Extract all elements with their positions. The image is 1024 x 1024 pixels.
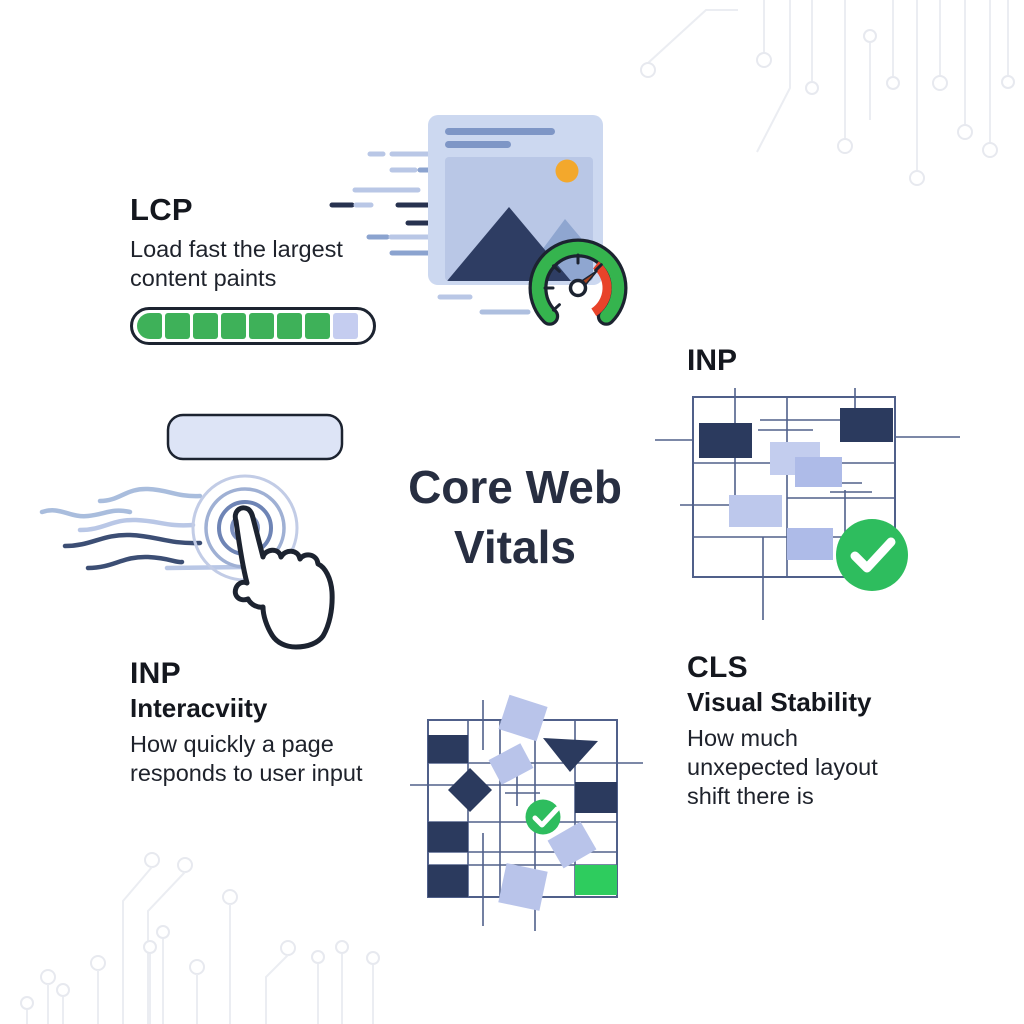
button-tap-illustration <box>39 413 344 650</box>
lcp-progress-bar <box>130 306 376 345</box>
progress-segment-filled <box>305 312 330 339</box>
cls-section: CLS Visual Stability How much unxepected… <box>687 652 892 811</box>
speed-lines-icon <box>329 151 531 315</box>
navy-block <box>840 408 893 442</box>
layout-shift-illustration <box>410 694 643 931</box>
navy-block <box>575 782 617 813</box>
tap-hand-icon <box>232 505 335 650</box>
light-block <box>795 457 842 487</box>
lcp-abbr: LCP <box>130 192 193 227</box>
progress-segment-filled <box>193 312 218 339</box>
progress-segment-pending <box>333 312 358 339</box>
lcp-description: Load fast the largest content paints <box>130 235 343 291</box>
speedometer-icon <box>528 238 628 326</box>
navy-diamond <box>448 768 492 812</box>
cls-abbr: CLS <box>687 651 748 684</box>
button-shape-icon <box>166 413 344 461</box>
cls-name: Visual Stability <box>687 686 872 717</box>
light-block <box>729 495 782 527</box>
shifted-light-block <box>498 694 548 742</box>
circuit-decoration-top-right <box>640 0 1015 186</box>
shifted-light-block <box>547 821 597 869</box>
inp-name: Interacviity <box>130 692 268 723</box>
wavy-speed-lines-icon <box>39 486 250 571</box>
progress-segment-filled <box>277 312 302 339</box>
light-block <box>787 528 833 560</box>
inp-description: How quickly a page responds to user inpu… <box>130 731 363 787</box>
navy-triangle <box>543 738 598 772</box>
shifted-light-block <box>488 743 534 785</box>
progress-segment-filled <box>165 312 190 339</box>
inp-section: INP Interacviity How quickly a page resp… <box>130 658 398 788</box>
circuit-decoration-bottom-left <box>20 852 380 1024</box>
sun-icon <box>555 159 579 183</box>
navy-block <box>428 735 468 763</box>
progress-segment-filled <box>249 312 274 339</box>
cls-description: How much unxepected layout shift there i… <box>687 725 878 810</box>
navy-block <box>699 423 752 458</box>
lcp-section: LCP Load fast the largest content paints <box>130 192 376 345</box>
inp-abbr: INP <box>130 657 181 690</box>
page-title: Core Web Vitals <box>408 461 622 573</box>
check-circle-icon <box>525 799 561 835</box>
green-block <box>575 865 617 895</box>
layout-grid-illustration <box>655 388 960 620</box>
check-circle-icon <box>836 519 908 591</box>
inp-grid-label: INP <box>687 344 738 377</box>
progress-segment-filled <box>221 312 246 339</box>
navy-block <box>428 822 468 852</box>
webpage-card-icon <box>428 115 603 285</box>
webpage-speed-illustration <box>329 115 628 326</box>
navy-block <box>428 865 468 897</box>
lcp-progress-segments <box>137 312 369 339</box>
shifted-light-block <box>498 863 548 911</box>
progress-segment-filled <box>137 312 162 339</box>
